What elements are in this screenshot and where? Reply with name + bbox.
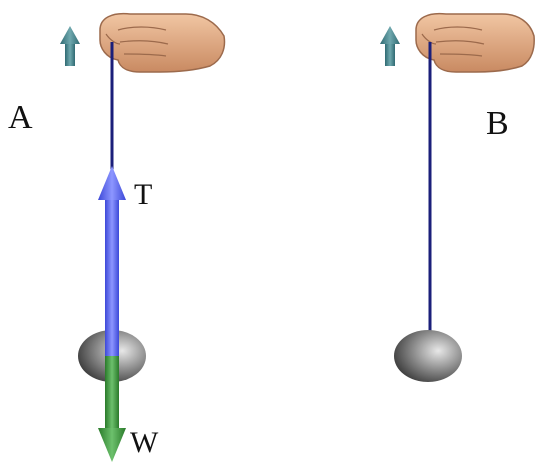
up-arrow-icon bbox=[380, 26, 400, 66]
hand-icon bbox=[415, 12, 535, 73]
tension-label: T bbox=[134, 178, 152, 211]
hand-icon bbox=[99, 12, 226, 73]
tension-vector bbox=[98, 166, 126, 356]
weight-vector bbox=[98, 356, 126, 462]
panel-b-label: B bbox=[486, 105, 509, 142]
panel-a-label: A bbox=[8, 99, 33, 136]
panel-a: A T W bbox=[8, 12, 226, 462]
pendulum-bob-b bbox=[394, 330, 462, 382]
panel-b: B bbox=[380, 12, 535, 382]
up-arrow-icon bbox=[60, 26, 80, 66]
weight-label: W bbox=[130, 426, 159, 459]
